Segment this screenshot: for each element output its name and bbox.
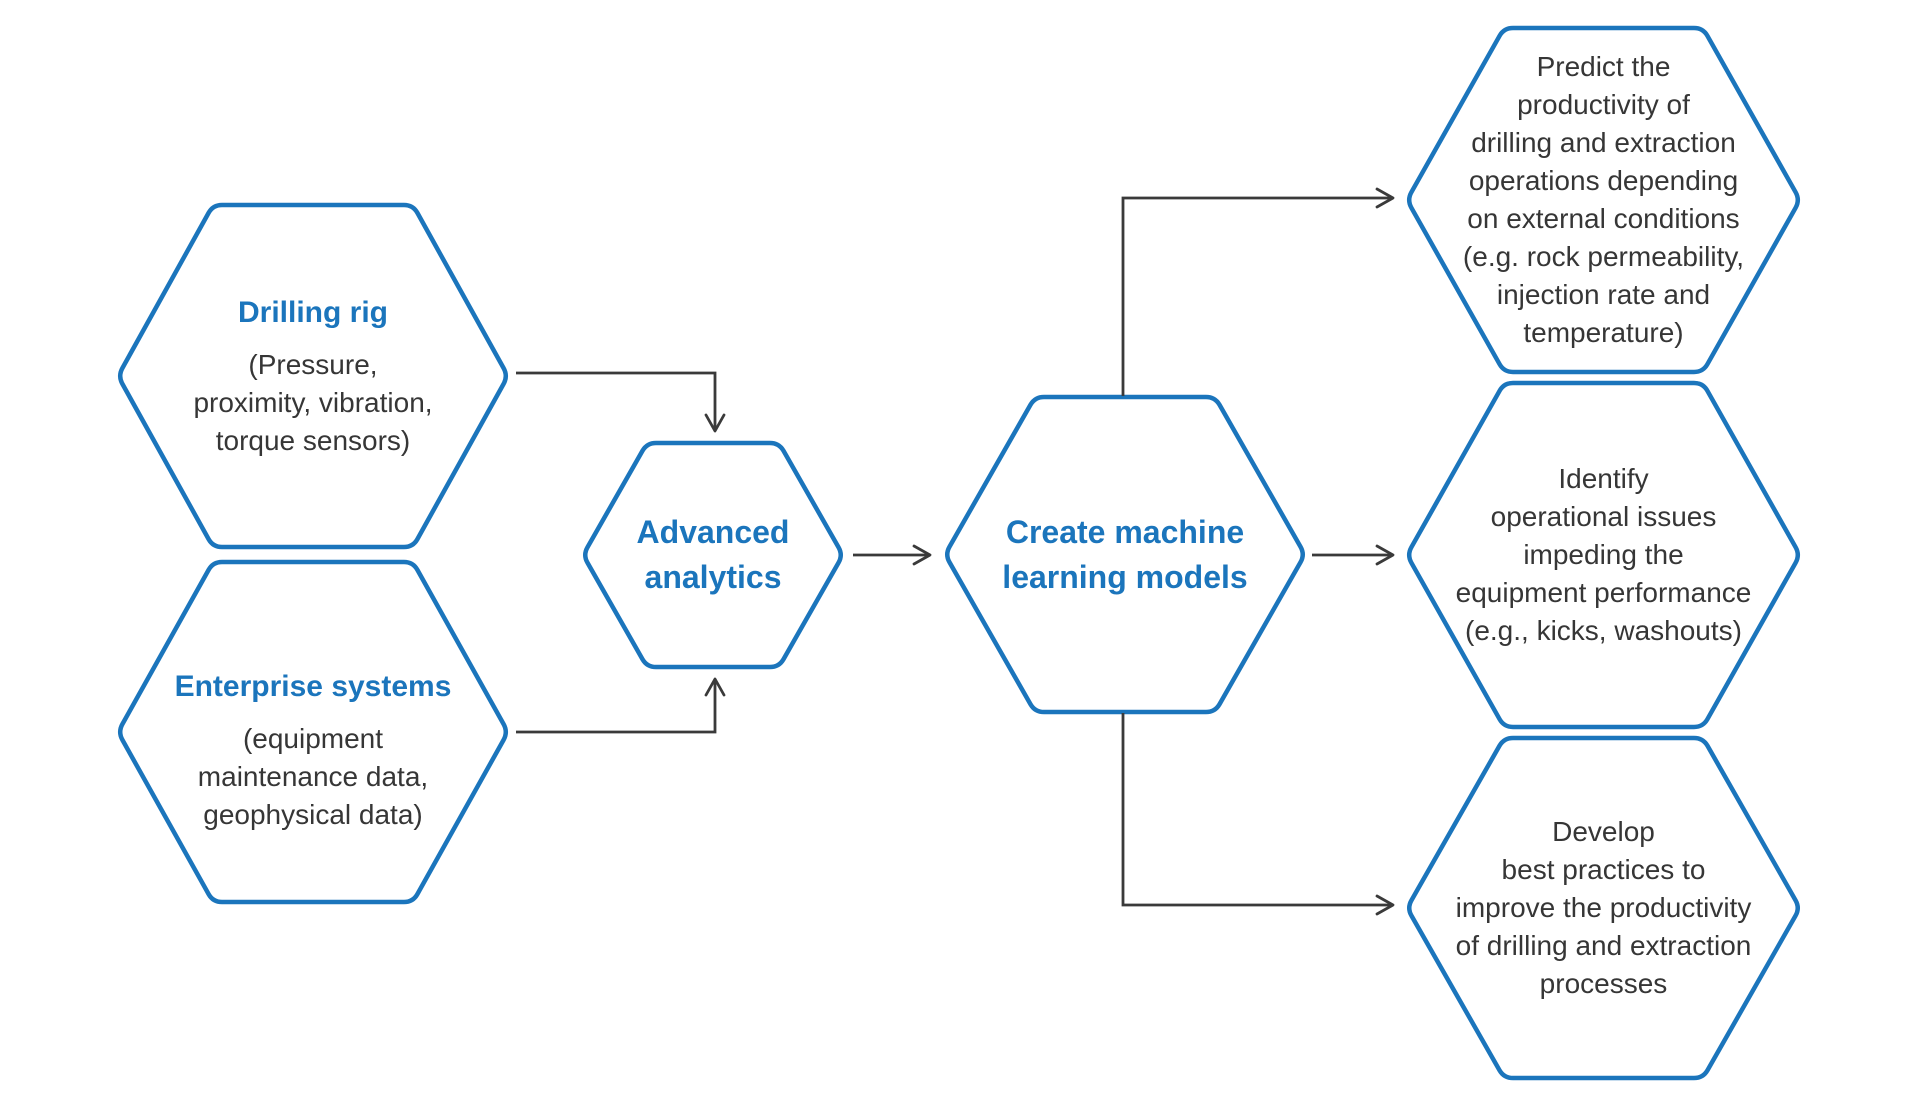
- outcome-predict-node: Predict the productivity of drilling and…: [1407, 28, 1800, 372]
- drilling-rig-node: Drilling rig (Pressure, proximity, vibra…: [118, 205, 508, 547]
- advanced-analytics-hexagon: [583, 440, 843, 670]
- outcome-identify-node: Identify operational issues impeding the…: [1407, 383, 1800, 727]
- enterprise-systems-hexagon: [117, 559, 509, 905]
- arrow-ml-to-predict: [1121, 187, 1395, 396]
- outcome-develop-node: Develop best practices to improve the pr…: [1407, 738, 1800, 1078]
- outcome-develop-hexagon: [1407, 735, 1800, 1081]
- outcome-identify-body: Identify operational issues impeding the…: [1455, 463, 1752, 646]
- enterprise-systems-title: Enterprise systems: [174, 670, 452, 703]
- outcome-develop-body: Develop best practices to improve the pr…: [1455, 816, 1752, 999]
- enterprise-systems-node: Enterprise systems (equipment maintenanc…: [118, 580, 508, 920]
- outcome-predict-hexagon: [1406, 25, 1801, 375]
- arrow-drilling-to-analytics: [516, 371, 726, 433]
- drilling-rig-hexagon: [117, 202, 509, 550]
- drilling-rig-body: (Pressure, proximity, vibration, torque …: [193, 349, 433, 456]
- outcome-predict-body: Predict the productivity of drilling and…: [1462, 51, 1745, 348]
- drilling-rig-title: Drilling rig: [238, 296, 388, 329]
- create-ml-models-node: Create machine learning models: [945, 397, 1305, 712]
- enterprise-systems-body: (equipment maintenance data, geophysical…: [197, 723, 429, 830]
- advanced-analytics-title: Advanced analytics: [636, 514, 790, 595]
- outcome-identify-hexagon: [1406, 380, 1801, 730]
- arrow-ml-to-develop: [1121, 713, 1395, 916]
- arrow-enterprise-to-analytics: [516, 677, 726, 734]
- create-ml-models-title: Create machine learning models: [1002, 513, 1248, 595]
- create-ml-models-hexagon: [945, 394, 1305, 715]
- advanced-analytics-node: Advanced analytics: [583, 443, 843, 667]
